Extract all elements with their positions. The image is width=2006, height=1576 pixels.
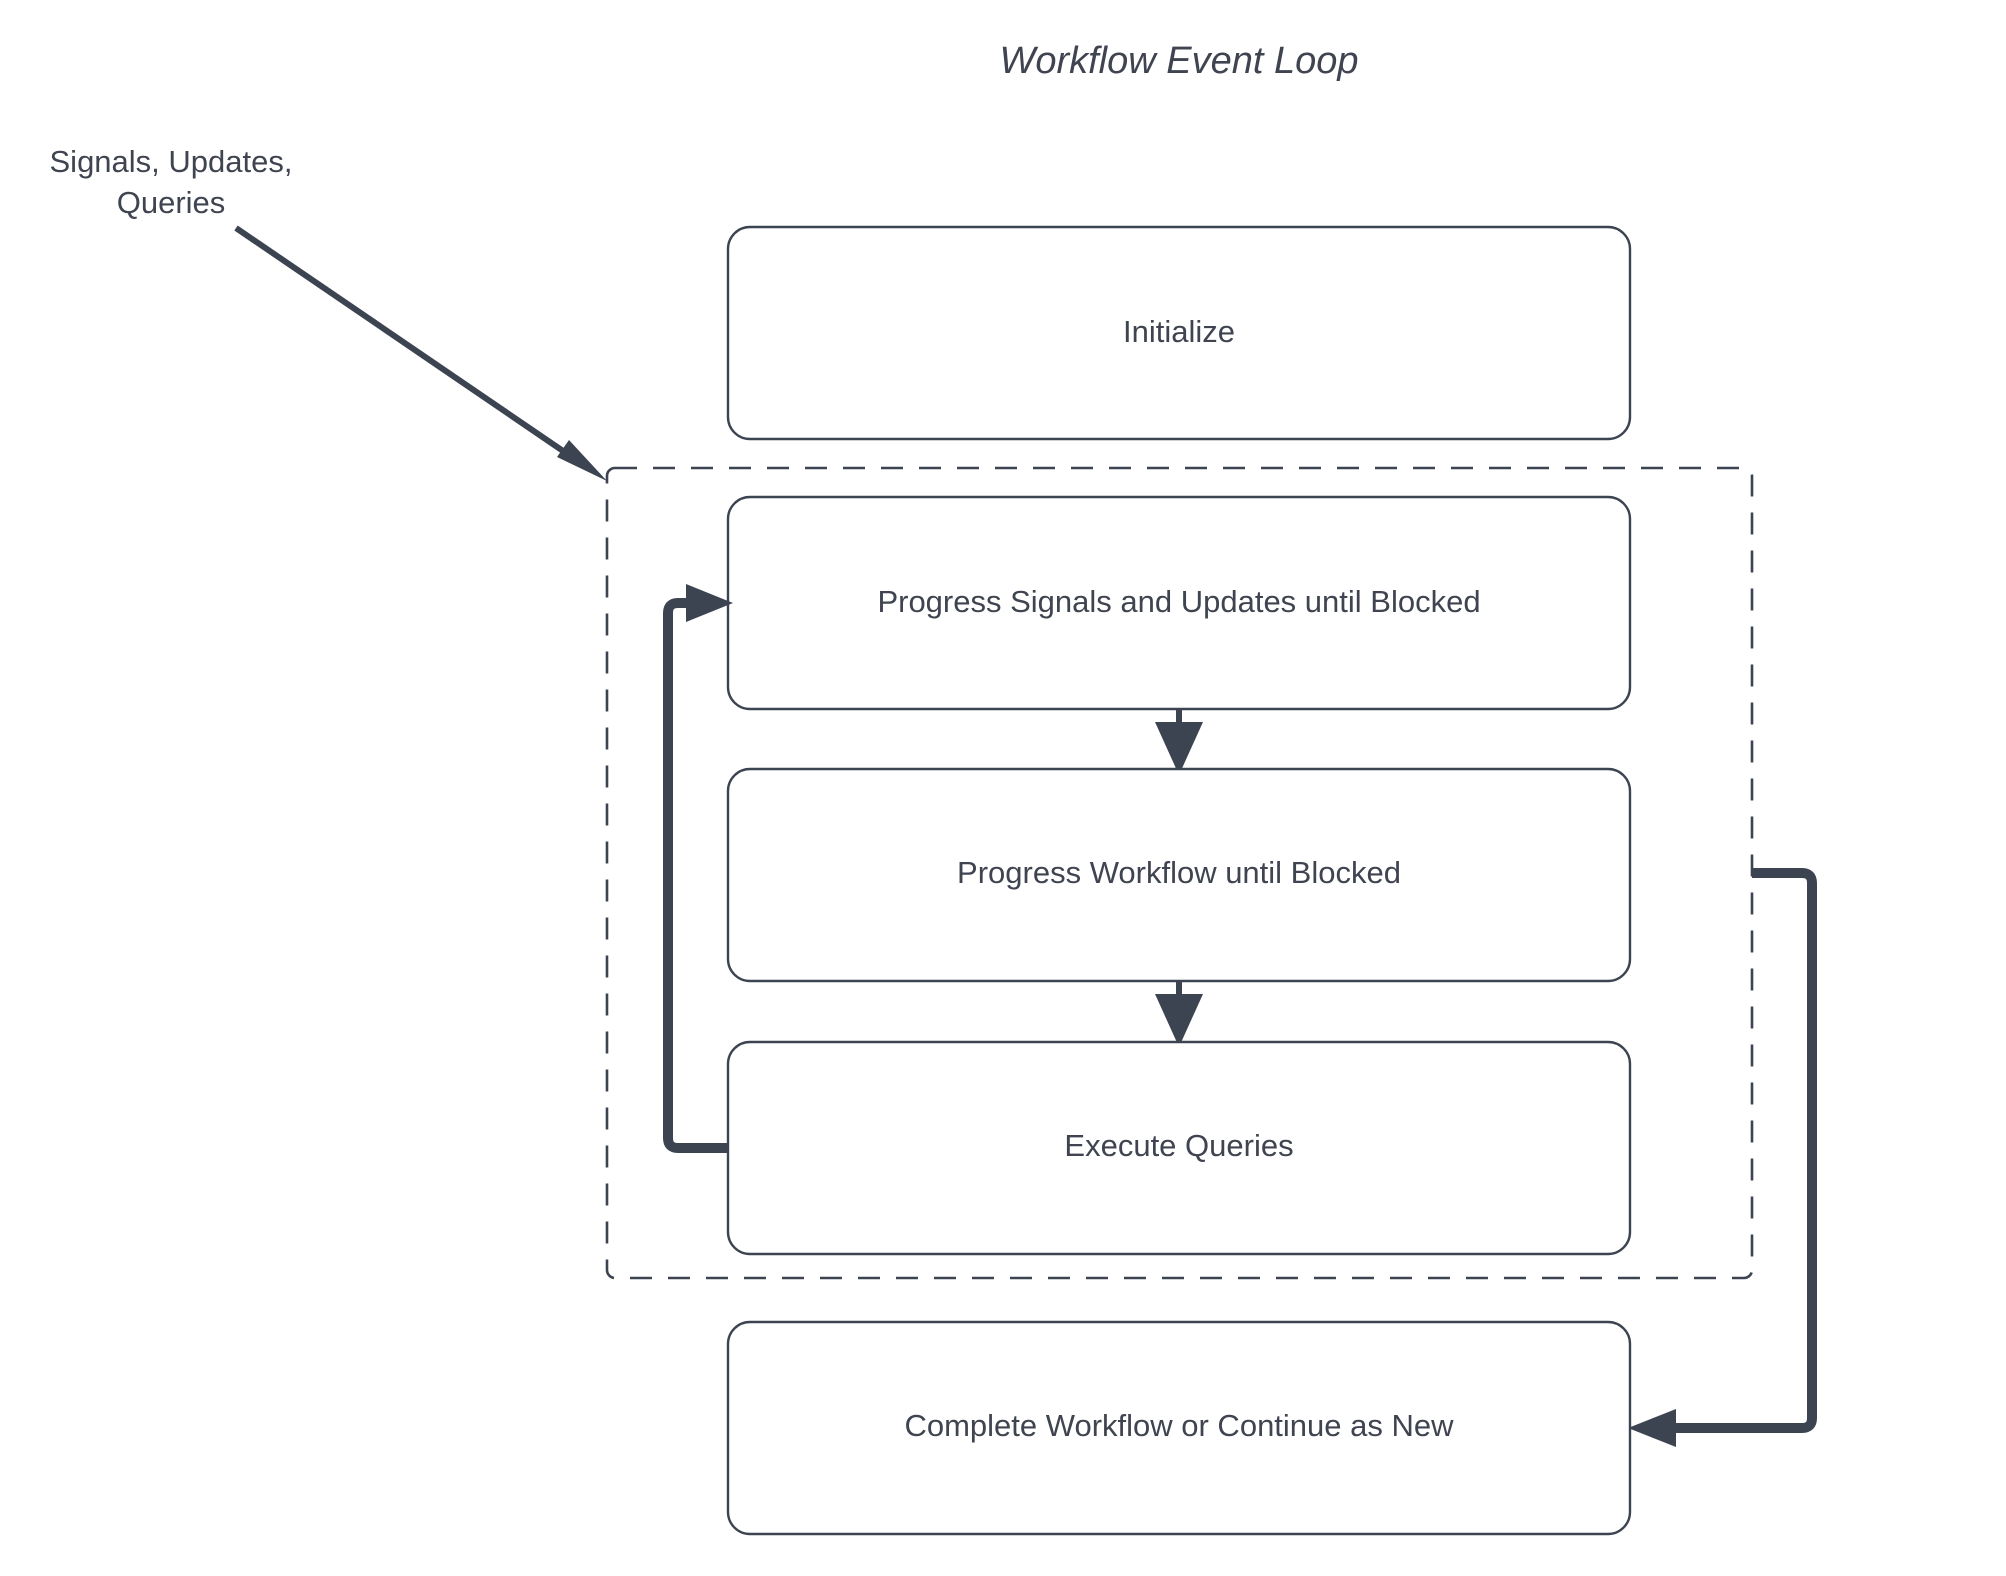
node-initialize[interactable]: Initialize xyxy=(726,225,1632,441)
arrow-head-icon xyxy=(1155,722,1203,775)
node-progress-signals-label: Progress Signals and Updates until Block… xyxy=(877,584,1480,619)
arrow-head-icon xyxy=(1155,994,1203,1047)
node-progress-workflow-label: Progress Workflow until Blocked xyxy=(957,855,1401,890)
node-execute-queries-label: Execute Queries xyxy=(1064,1128,1293,1163)
edge-external-input-to-loop xyxy=(234,225,607,481)
node-initialize-box[interactable] xyxy=(726,225,1632,441)
node-initialize-label: Initialize xyxy=(1123,314,1235,349)
node-progress-signals[interactable]: Progress Signals and Updates until Block… xyxy=(726,495,1632,711)
edge-execute-queries-to-progress-signals xyxy=(663,584,733,1153)
arrow-head-icon xyxy=(557,440,607,481)
external-input-label-line1: Signals, Updates, xyxy=(50,144,293,179)
external-input-label-line2: Queries xyxy=(117,185,226,220)
edge-progress-signals-to-progress-workflow xyxy=(1155,709,1203,775)
node-execute-queries[interactable]: Execute Queries xyxy=(726,1040,1632,1256)
node-complete-workflow[interactable]: Complete Workflow or Continue as New xyxy=(726,1320,1632,1536)
node-complete-workflow-box[interactable] xyxy=(726,1320,1632,1536)
edge-progress-workflow-to-execute-queries xyxy=(1155,981,1203,1047)
page-title: Workflow Event Loop xyxy=(999,40,1358,82)
arrow-head-icon xyxy=(686,584,733,622)
node-progress-workflow[interactable]: Progress Workflow until Blocked xyxy=(726,767,1632,983)
edge-loop-to-complete-workflow xyxy=(1628,868,1817,1447)
node-complete-workflow-label: Complete Workflow or Continue as New xyxy=(904,1408,1454,1443)
arrow-head-icon xyxy=(1628,1409,1676,1447)
